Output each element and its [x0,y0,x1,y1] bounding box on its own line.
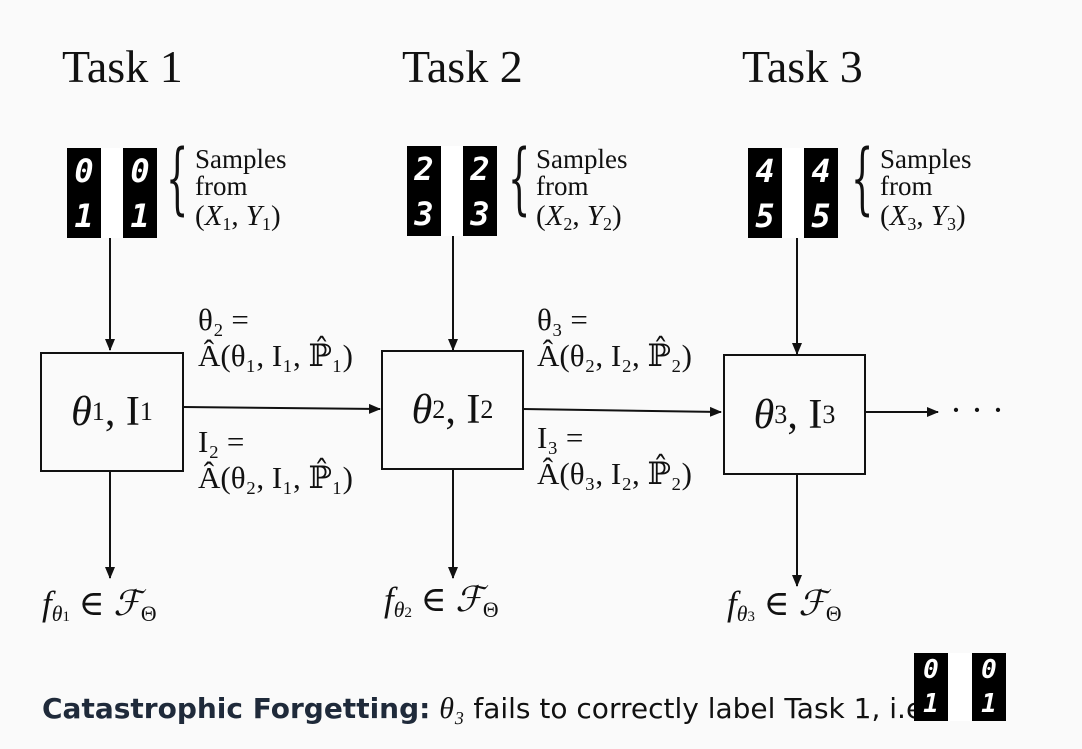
transition-2-info-label: I₃ = Â(θ₃, I₂, ℙ̂₂) [537,420,692,491]
from-word: from [536,171,589,201]
dataset-pair: (X1, Y1) [195,200,281,235]
info-update-lhs: I₂ = [198,424,245,459]
task-1-title: Task 1 [62,41,183,92]
mnist-digit: 1 [67,193,101,238]
samples-word: Samples [195,144,287,174]
mnist-digit: 0 [972,653,1006,687]
theta-update-rhs: Â(θ₂, I₂, ℙ̂₂) [537,337,692,373]
task-3-samples-label: Samples from (X3, Y3) [880,146,972,238]
theta-update-lhs: θ₂ = [198,302,249,337]
caption: Catastrophic Forgetting: θ₃ fails to cor… [42,692,932,726]
transition-1-info-label: I₂ = Â(θ₂, I₁, ℙ̂₁) [198,424,353,495]
brace-icon: { [508,134,531,224]
mnist-digit: 5 [748,193,782,238]
task-2-sample-images: 2 3 2 3 [407,146,497,236]
task-3-output-function: fθ3 ∈ ℱΘ [727,584,842,627]
theta-update-lhs: θ₃ = [537,302,588,337]
transition-1-theta-label: θ₂ = Â(θ₁, I₁, ℙ̂₁) [198,302,353,373]
brace-icon: { [851,134,874,224]
mnist-digit: 2 [407,146,441,191]
caption-theta: θ₃ [439,692,465,725]
samples-word: Samples [880,144,972,174]
task-3-title: Task 3 [742,41,863,92]
info-update-rhs: Â(θ₃, I₂, ℙ̂₂) [537,455,692,491]
task-1-output-function: fθ1 ∈ ℱΘ [42,584,157,627]
samples-word: Samples [536,144,628,174]
transition-2-theta-label: θ₃ = Â(θ₂, I₂, ℙ̂₂) [537,302,692,373]
mnist-digit: 0 [123,148,157,193]
from-word: from [880,171,933,201]
brace-icon: { [166,134,189,224]
dataset-pair: (X2, Y2) [536,200,622,235]
mnist-digit: 1 [972,687,1006,721]
caption-bold-label: Catastrophic Forgetting: [42,692,431,725]
mnist-digit: 4 [804,148,838,193]
arrow-node-2-to-node-3 [522,406,722,417]
task-1-sample-images: 0 1 0 1 [67,148,157,238]
mnist-digit: 0 [67,148,101,193]
continuation-ellipsis: · · · [950,390,1004,430]
mnist-digit: 1 [123,193,157,238]
mnist-digit: 3 [463,191,497,236]
task-2-samples-label: Samples from (X2, Y2) [536,146,628,238]
task-1-samples-label: Samples from (X1, Y1) [195,146,287,238]
mnist-digit: 1 [914,687,948,721]
theta-update-rhs: Â(θ₁, I₁, ℙ̂₁) [198,337,353,373]
task-2-output-function: fθ2 ∈ ℱΘ [384,580,499,623]
mnist-digit: 4 [748,148,782,193]
mnist-digit: 5 [804,193,838,238]
mnist-digit: 0 [914,653,948,687]
info-update-rhs: Â(θ₂, I₁, ℙ̂₁) [198,459,353,495]
task-2-title: Task 2 [402,41,523,92]
info-update-lhs: I₃ = [537,420,584,455]
caption-text: fails to correctly label Task 1, i.e. [473,692,933,725]
from-word: from [195,171,248,201]
mnist-digit: 3 [407,191,441,236]
dataset-pair: (X3, Y3) [880,200,966,235]
task-3-sample-images: 4 5 4 5 [748,148,838,238]
caption-sample-images: 0 1 0 1 [914,653,1006,721]
arrow-node-1-to-node-2 [182,403,381,414]
mnist-digit: 2 [463,146,497,191]
